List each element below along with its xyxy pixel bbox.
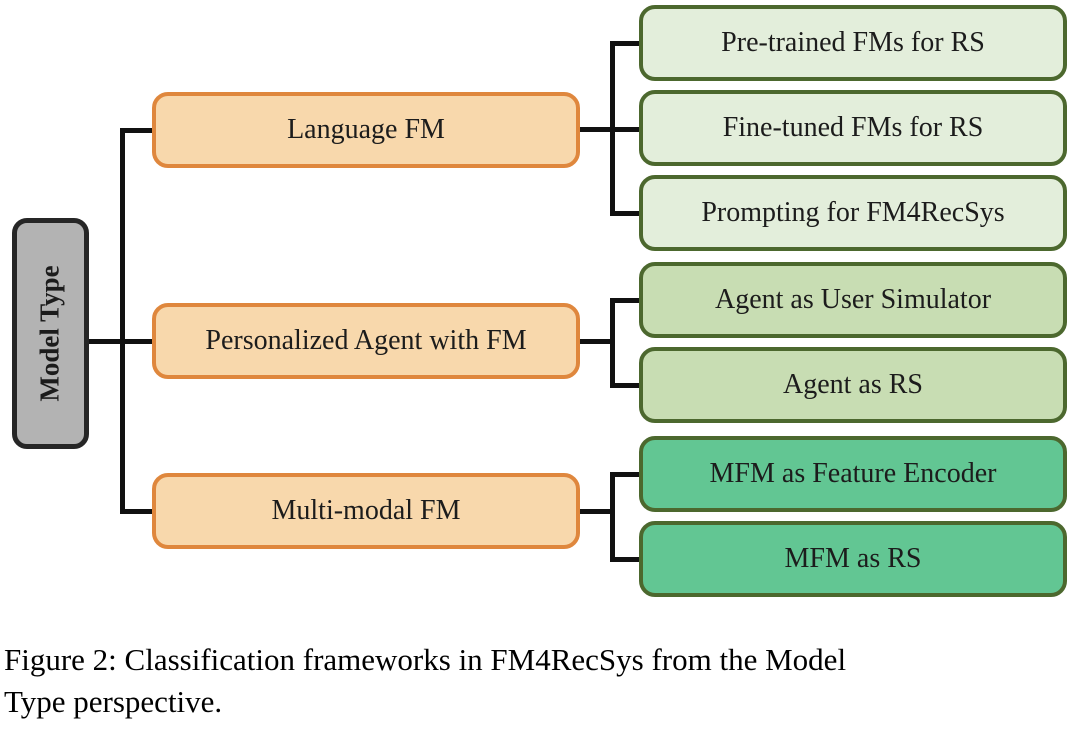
leaf-node-label: Pre-trained FMs for RS (721, 27, 985, 58)
branch-node-language-fm: Language FM (152, 92, 580, 168)
leaf-node-label: Fine-tuned FMs for RS (722, 112, 984, 143)
connector-multimodal-fm-stub (578, 509, 615, 514)
branch-node-label: Multi-modal FM (271, 495, 461, 526)
branch-node-label: Personalized Agent with FM (205, 325, 527, 356)
connector-main-trunk (120, 128, 125, 514)
root-node-label: Model Type (35, 265, 66, 402)
connector-mfm-subtrunk (610, 472, 615, 562)
connector-trunk-to-language-fm (120, 128, 152, 133)
connector-leaf-pretrained (610, 41, 641, 46)
leaf-node-prompting: Prompting for FM4RecSys (639, 175, 1067, 251)
leaf-node-label: Agent as User Simulator (714, 284, 992, 315)
leaf-node-pretrained-fms: Pre-trained FMs for RS (639, 5, 1067, 81)
connector-personalized-agent-stub (578, 339, 615, 344)
connector-agent-subtrunk (610, 298, 615, 388)
branch-node-label: Language FM (287, 114, 445, 145)
leaf-node-mfm-as-rs: MFM as RS (639, 521, 1067, 597)
branch-node-multimodal-fm: Multi-modal FM (152, 473, 580, 549)
connector-leaf-mfm-feature-encoder (610, 472, 641, 477)
connector-leaf-agent-user-simulator (610, 298, 641, 303)
leaf-node-agent-as-rs: Agent as RS (639, 347, 1067, 423)
branch-node-personalized-agent: Personalized Agent with FM (152, 303, 580, 379)
connector-leaf-agent-as-rs (610, 383, 641, 388)
leaf-node-label: Prompting for FM4RecSys (701, 197, 1005, 228)
leaf-node-label: MFM as Feature Encoder (709, 458, 997, 489)
connector-leaf-finetuned (610, 127, 641, 132)
figure-caption: Figure 2: Classification frameworks in F… (4, 639, 1090, 723)
connector-leaf-mfm-as-rs (610, 557, 641, 562)
connector-leaf-prompting (610, 211, 641, 216)
leaf-node-agent-user-simulator: Agent as User Simulator (639, 262, 1067, 338)
caption-line-1: Figure 2: Classification frameworks in F… (4, 642, 847, 677)
connector-trunk-to-multimodal-fm (120, 509, 152, 514)
connector-root-to-trunk (86, 339, 152, 344)
root-node-model-type: Model Type (12, 218, 89, 449)
leaf-node-label: MFM as RS (784, 543, 922, 574)
leaf-node-finetuned-fms: Fine-tuned FMs for RS (639, 90, 1067, 166)
caption-line-2: Type perspective. (4, 684, 223, 719)
leaf-node-label: Agent as RS (783, 369, 923, 400)
connector-language-fm-stub (578, 127, 615, 132)
leaf-node-mfm-feature-encoder: MFM as Feature Encoder (639, 436, 1067, 512)
